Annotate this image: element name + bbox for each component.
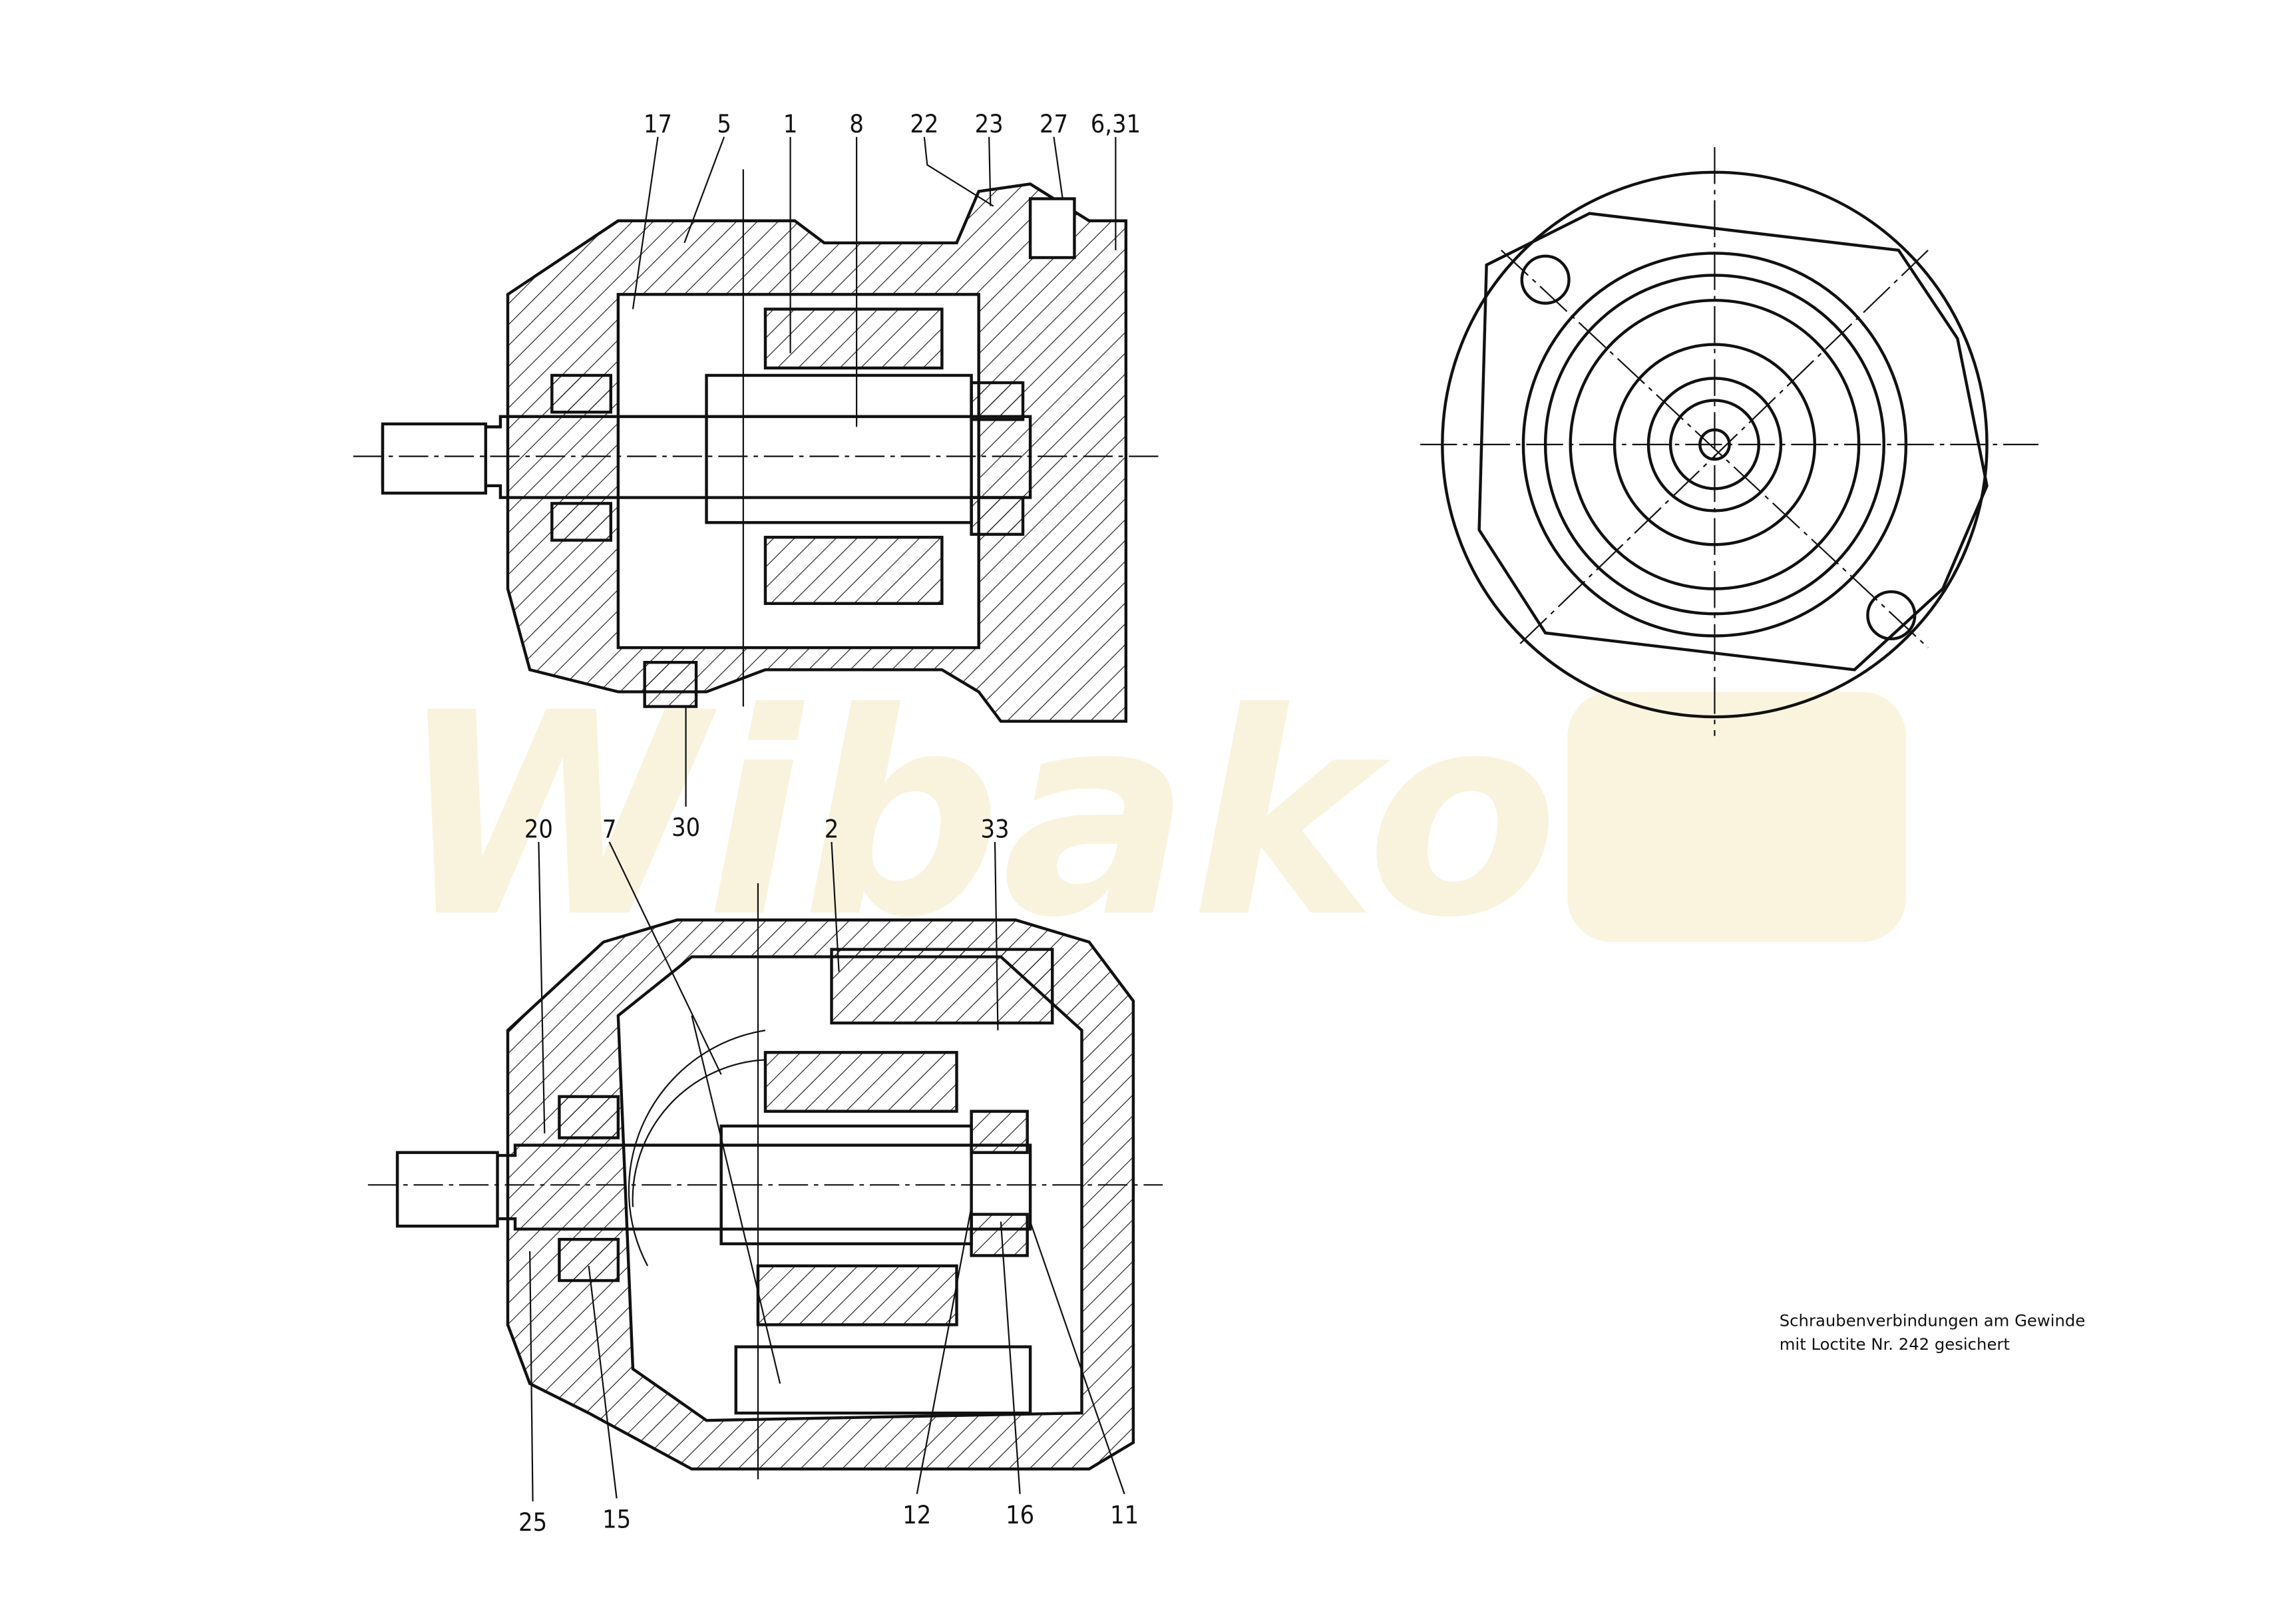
top-view-callouts: 17 5 1 8 22 23 27 6,31 30 (632, 109, 1141, 842)
callout-33: 33 (980, 814, 1009, 843)
callout-27: 27 (1040, 109, 1068, 138)
top-section-view (353, 169, 1163, 723)
watermark: Wibako (397, 654, 1906, 979)
callout-1: 1 (783, 109, 798, 138)
callout-15: 15 (602, 1505, 631, 1534)
callout-7: 7 (602, 814, 617, 843)
callout-16: 16 (1006, 1500, 1034, 1529)
note-line-2: mit Loctite Nr. 242 gesichert (1780, 1334, 2010, 1354)
callout-23: 23 (975, 109, 1004, 138)
assembly-note: Schraubenverbindungen am Gewinde mit Loc… (1780, 1311, 2086, 1354)
callout-22: 22 (910, 109, 938, 138)
callout-5: 5 (717, 109, 731, 138)
callout-25: 25 (518, 1507, 547, 1537)
callout-20: 20 (524, 814, 553, 843)
callout-11: 11 (1110, 1500, 1139, 1529)
bottom-view-callouts: 20 7 2 33 25 15 12 16 11 (518, 814, 1139, 1537)
callout-2: 2 (825, 814, 839, 843)
callout-6-31: 6,31 (1091, 109, 1141, 138)
callout-17: 17 (644, 109, 672, 138)
bottom-section-view (367, 883, 1163, 1480)
callout-30: 30 (671, 813, 700, 842)
end-view (1420, 147, 2038, 736)
callout-8: 8 (849, 109, 864, 138)
callout-12: 12 (902, 1500, 931, 1529)
note-line-1: Schraubenverbindungen am Gewinde (1780, 1311, 2086, 1330)
